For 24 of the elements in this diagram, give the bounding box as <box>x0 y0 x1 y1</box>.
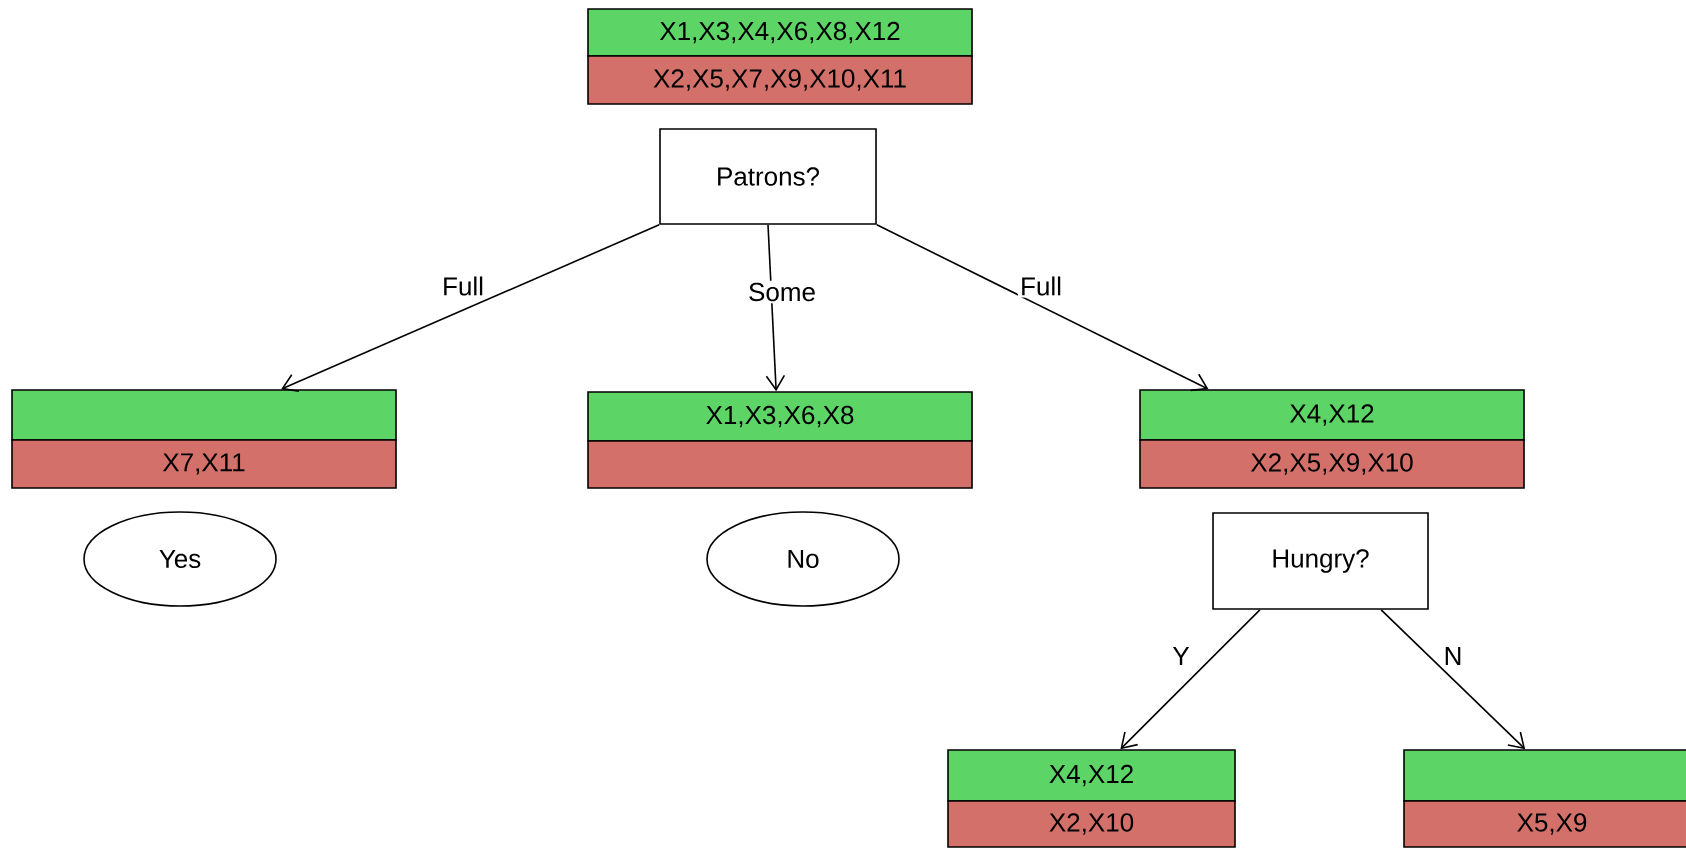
arrow <box>281 224 660 393</box>
positive-examples-bar: X4,X12 <box>947 749 1236 802</box>
edge-label: Full <box>440 274 486 298</box>
arrow <box>1380 609 1526 750</box>
arrow <box>876 224 1209 392</box>
attribute-box: Hungry? <box>1212 512 1429 610</box>
negative-examples-bar: X2,X10 <box>947 800 1236 848</box>
positive-examples-bar <box>1403 749 1686 802</box>
negative-examples-bar: X2,X5,X9,X10 <box>1139 439 1525 489</box>
arrow <box>765 224 786 392</box>
negative-examples-bar <box>587 440 973 489</box>
negative-examples-bar: X2,X5,X7,X9,X10,X11 <box>587 55 973 105</box>
arrow <box>1120 609 1261 750</box>
attribute-box: Patrons? <box>659 128 877 225</box>
edge-label: Some <box>746 280 818 304</box>
edge-label: Y <box>1170 645 1192 667</box>
positive-examples-bar: X1,X3,X6,X8 <box>587 391 973 442</box>
positive-examples-bar: X1,X3,X4,X6,X8,X12 <box>587 8 973 57</box>
edge-label: N <box>1441 645 1465 667</box>
positive-examples-bar: X4,X12 <box>1139 389 1525 441</box>
positive-examples-bar <box>11 389 397 441</box>
negative-examples-bar: X5,X9 <box>1403 800 1686 848</box>
edge-label: Full <box>1018 274 1064 298</box>
negative-examples-bar: X7,X11 <box>11 439 397 489</box>
